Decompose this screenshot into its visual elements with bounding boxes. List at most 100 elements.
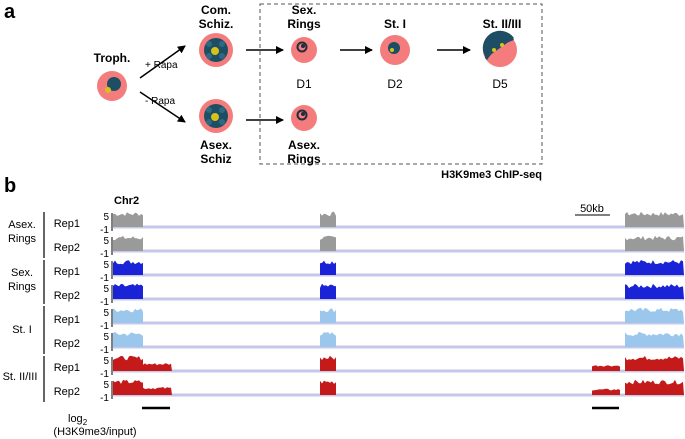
signal-block: [320, 355, 336, 371]
signal-block: [625, 331, 684, 347]
st1-label: St. I: [384, 17, 406, 31]
signal-block: [625, 356, 684, 371]
baseline: [113, 345, 684, 349]
y-tick-top: 5: [103, 236, 109, 247]
rep-label: Rep2: [54, 386, 80, 398]
day-d1-label: D1: [296, 77, 312, 91]
rep-label: Rep1: [54, 266, 80, 278]
baseline: [113, 225, 684, 229]
st23-cell-icon: [482, 30, 517, 67]
signal-block: [320, 283, 336, 299]
signal-block: [113, 308, 143, 323]
group-sex-label-1: Sex.: [11, 267, 33, 279]
com-schiz-label-2: Schiz.: [199, 17, 234, 31]
track-st1-rep1: 5 -1 Rep1: [54, 307, 684, 332]
group-asex-label-1: Asex.: [8, 219, 36, 231]
signal-block: [113, 212, 143, 227]
signal-block: [320, 332, 336, 347]
baseline: [113, 321, 684, 325]
y-tick-bottom: -1: [100, 225, 109, 236]
signal-block: [625, 235, 684, 251]
track-st23-rep2: 5 -1 Rep2: [54, 379, 684, 404]
y-tick-top: 5: [103, 380, 109, 391]
y-tick-bottom: -1: [100, 393, 109, 404]
signal-block: [113, 283, 143, 299]
signal-block: [320, 260, 336, 275]
y-tick-bottom: -1: [100, 369, 109, 380]
baseline: [113, 393, 684, 397]
day-d5-label: D5: [492, 77, 508, 91]
signal-block: [625, 211, 684, 227]
com-schiz-label-1: Com.: [201, 3, 231, 17]
sex-rings-cell-icon: [291, 37, 317, 63]
rep-label: Rep2: [54, 338, 80, 350]
signal-block: [113, 235, 143, 251]
rep-label: Rep1: [54, 362, 80, 374]
com-schiz-cell-icon: [199, 33, 233, 67]
signal-block: [143, 387, 172, 395]
branch-minus-arrow: [139, 91, 186, 123]
asex-schiz-label-1: Asex.: [200, 138, 232, 152]
asex-schiz-cell-icon: [199, 99, 233, 133]
panel-a-label: a: [4, 1, 16, 23]
signal-block: [592, 365, 620, 371]
chip-seq-label: H3K9me3 ChIP-seq: [441, 169, 542, 181]
baseline: [113, 273, 684, 277]
panel-b-label: b: [4, 175, 16, 197]
rep-label: Rep1: [54, 218, 80, 230]
y-tick-bottom: -1: [100, 249, 109, 260]
sex-rings-label-2: Rings: [287, 17, 321, 31]
signal-block: [320, 235, 336, 251]
y-tick-top: 5: [103, 332, 109, 343]
minus-rapa-label: - Rapa: [145, 96, 175, 107]
y-tick-bottom: -1: [100, 297, 109, 308]
signal-block: [320, 308, 336, 323]
track-st23-rep1: 5 -1 Rep1: [54, 355, 684, 380]
group-asex-label-2: Rings: [8, 233, 37, 245]
asex-schiz-label-2: Schiz: [200, 152, 231, 166]
rep-label: Rep2: [54, 290, 80, 302]
y-tick-bottom: -1: [100, 321, 109, 332]
signal-block: [320, 380, 336, 395]
y-tick-top: 5: [103, 260, 109, 271]
signal-block: [625, 379, 684, 395]
plus-rapa-label: + Rapa: [145, 60, 178, 71]
chip-seq-box: [259, 3, 543, 165]
st23-label: St. II/III: [483, 17, 522, 31]
group-st1-label: St. I: [12, 324, 32, 336]
asex-rings-label-2: Rings: [287, 152, 321, 166]
troph-label: Troph.: [94, 51, 131, 65]
st1-cell-icon: [380, 35, 410, 65]
axis-caption-log: log2: [68, 413, 88, 427]
axis-caption-ratio: (H3K9me3/input): [53, 426, 136, 438]
baseline: [113, 297, 684, 301]
asex-rings-cell-icon: [291, 105, 317, 131]
signal-block: [625, 260, 684, 275]
panel-b: b Chr2 50kb Asex. Rings Sex. Rings St. I…: [3, 175, 684, 438]
baseline: [113, 249, 684, 253]
group-sex-label-2: Rings: [8, 281, 37, 293]
day-d2-label: D2: [387, 77, 403, 91]
track-area: 5-1Rep15-1Rep25-1Rep15-1Rep25-1Rep15-1Re…: [54, 211, 684, 404]
rep-label: Rep1: [54, 314, 80, 326]
signal-block: [625, 307, 684, 323]
y-tick-top: 5: [103, 356, 109, 367]
panel-a: a Troph. + Rapa - Rapa Com. Schiz.: [4, 1, 543, 181]
baseline: [113, 369, 684, 373]
signal-block: [143, 363, 172, 371]
signal-block: [113, 379, 143, 395]
signal-block: [113, 355, 143, 371]
scale-bar-label: 50kb: [580, 203, 604, 215]
chrom-label: Chr2: [114, 195, 139, 207]
group-st23-label: St. II/III: [3, 371, 38, 383]
branch-plus-arrow: [139, 45, 186, 79]
signal-block: [625, 283, 684, 299]
signal-block: [592, 388, 620, 395]
y-tick-top: 5: [103, 308, 109, 319]
troph-cell-icon: [97, 71, 127, 101]
